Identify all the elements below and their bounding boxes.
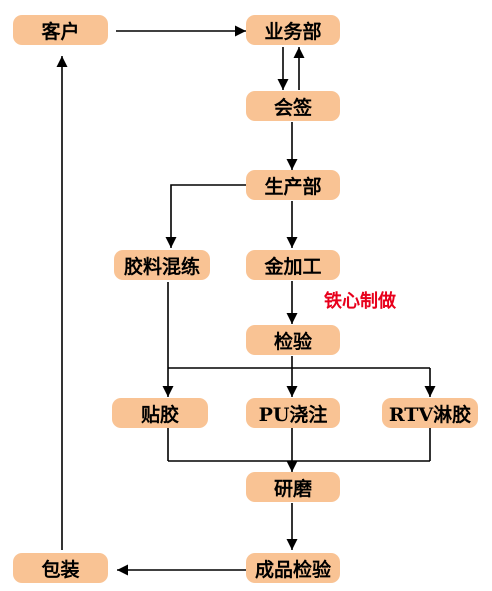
node-rtv-coating: RTV淋胶 (382, 398, 478, 428)
annotation-core-making: 铁心制做 (324, 291, 396, 312)
node-rubber-mixing: 胶料混练 (114, 250, 210, 280)
node-customer: 客户 (13, 15, 108, 45)
node-packaging: 包装 (13, 553, 108, 583)
node-countersign: 会签 (246, 91, 340, 121)
arrow-production-to-rubber-mixing (165, 184, 246, 248)
node-grinding: 研磨 (246, 472, 340, 502)
node-inspection: 检验 (246, 325, 340, 355)
node-bonding: 贴胶 (112, 398, 208, 428)
node-production-dept: 生产部 (246, 170, 340, 200)
node-final-inspection: 成品检验 (246, 553, 340, 583)
node-metal-processing: 金加工 (246, 250, 340, 280)
node-business-dept: 业务部 (246, 15, 340, 45)
node-pu-casting: PU浇注 (246, 398, 340, 428)
